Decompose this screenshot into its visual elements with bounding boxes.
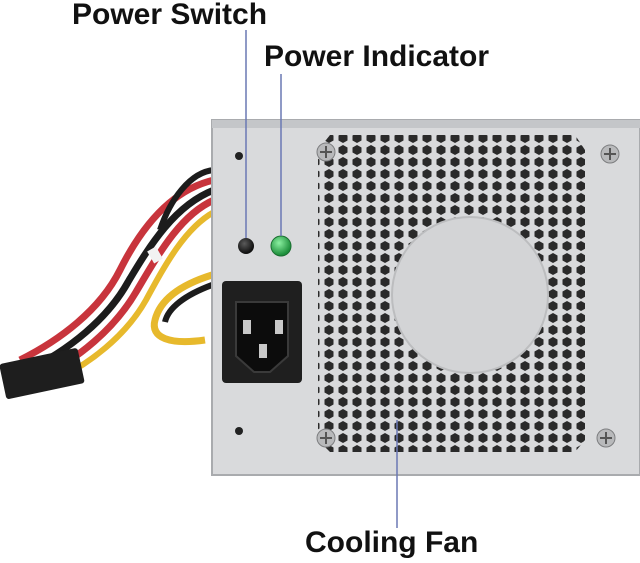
- green-led-icon: [270, 235, 292, 257]
- round-black-button-icon: [238, 238, 254, 254]
- screw-icon: [600, 144, 620, 164]
- power-switch-label: Power Switch: [72, 0, 268, 31]
- mount-hole: [235, 427, 243, 435]
- screw-icon: [316, 428, 336, 448]
- screw-icon: [596, 428, 616, 448]
- iec-c14-socket-icon: [222, 281, 302, 383]
- power-indicator-label: Power Indicator: [264, 40, 490, 73]
- fan-grille: [318, 135, 585, 452]
- mount-hole: [235, 152, 243, 160]
- cooling-fan-label: Cooling Fan: [305, 526, 479, 559]
- screw-icon: [316, 142, 336, 162]
- wire-harness: [0, 167, 216, 399]
